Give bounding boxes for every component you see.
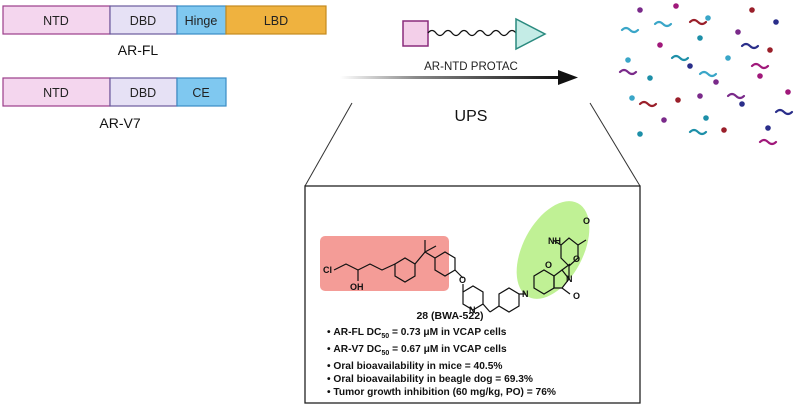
chemical-structure [333,237,587,313]
fragment-squiggle [638,100,658,108]
fragment-dot [647,75,653,81]
compound-number: 28 [416,310,429,322]
ar-v7-ce-box [176,77,227,107]
fragment-dot [625,57,631,63]
ar-fl-hinge-label: Hinge [185,14,218,28]
ar-v7-ntd-box [2,77,111,107]
ar-fl-lbd-box [225,5,327,35]
zoom-line-right [589,102,641,187]
property-list: AR-FL DC50 = 0.73 μM in VCAP cells AR-V7… [327,326,627,399]
atom-cl: Cl [323,265,332,275]
ar-v7-dbd-label: DBD [130,86,156,100]
fragment-squiggle [688,18,708,26]
fragment-dot [757,73,763,79]
fragment-squiggle [758,138,778,146]
fragment-dot [697,93,703,99]
atom-nh: NH [548,236,561,246]
degraded-fragments [618,3,794,146]
atom-o-right1: O [573,254,580,264]
atom-o-ether: O [459,275,466,285]
fragment-dot [673,3,679,9]
ar-ligand-highlight [320,236,449,291]
fragment-squiggle [653,20,673,28]
fragment-squiggle [726,92,746,100]
ar-v7-construct: NTD DBD CE AR-V7 [2,77,227,131]
atom-o-right2: O [573,291,580,301]
arrow-head-icon [558,70,578,85]
ar-fl-hinge-box [176,5,227,35]
fragment-squiggle [620,26,640,34]
fragment-dot [735,29,741,35]
fragment-dot [705,15,711,21]
protac-label: AR-NTD PROTAC [424,61,518,73]
compound-name: (BWA-522) [431,310,484,322]
property-item: Tumor growth inhibition (60 mg/kg, PO) =… [327,386,627,399]
fragment-dot [657,42,663,48]
atom-n-pip1: N [469,305,476,315]
protac-ligand-triangle [515,17,547,51]
fragment-squiggle [740,42,760,50]
ar-fl-dbd-label: DBD [130,14,156,28]
atom-o-top: O [583,216,590,226]
fragment-dot [767,47,773,53]
ar-fl-ntd-box [2,5,111,35]
crbn-ligand-highlight [516,201,590,299]
fragment-dot [785,89,791,95]
fragment-squiggle [750,62,770,70]
arrow-shaft [340,76,560,79]
ar-fl-construct: NTD DBD Hinge LBD AR-FL [2,5,327,58]
compound-label: 28 (BWA-522) [300,310,600,322]
fragment-dot [687,63,693,69]
fragment-dot [637,131,643,137]
fragment-squiggle [618,68,638,76]
ar-fl-ntd-label: NTD [43,14,69,28]
fragment-dot [675,97,681,103]
fragment-dot [637,7,643,13]
degradation-arrow: UPS [340,70,578,125]
ar-v7-ce-label: CE [192,86,209,100]
atom-o-left: O [545,260,552,270]
atom-n-imide: N [566,274,573,284]
fragment-squiggle [688,128,708,136]
protac-molecule: AR-NTD PROTAC [402,17,547,73]
atom-n-pip2: N [522,289,529,299]
ar-v7-ntd-label: NTD [43,86,69,100]
ar-v7-caption: AR-V7 [99,115,140,131]
ar-fl-dbd-box [109,5,178,35]
fragment-dot [703,115,709,121]
fragment-dot [661,117,667,123]
fragment-dot [773,19,779,25]
fragment-dot [713,79,719,85]
property-item: AR-V7 DC50 = 0.67 μM in VCAP cells [327,343,627,360]
fragment-dot [725,55,731,61]
ar-fl-caption: AR-FL [118,42,159,58]
protac-linker-wave [427,29,517,37]
zoom-line-left [304,102,353,187]
ups-label: UPS [455,108,488,125]
ar-fl-lbd-label: LBD [264,14,288,28]
fragment-dot [721,127,727,133]
fragment-dot [739,101,745,107]
atom-oh: OH [350,282,364,292]
fragment-squiggle [698,70,718,78]
fragment-squiggle [670,54,690,62]
property-item: Oral bioavailability in beagle dog = 69.… [327,373,627,386]
fragment-dot [749,7,755,13]
fragment-squiggle [774,108,794,116]
fragment-dot [697,35,703,41]
property-item: Oral bioavailability in mice = 40.5% [327,360,627,373]
fragment-dot [629,95,635,101]
protac-warhead-square [402,20,429,47]
property-item: AR-FL DC50 = 0.73 μM in VCAP cells [327,326,627,343]
fragment-dot [765,125,771,131]
